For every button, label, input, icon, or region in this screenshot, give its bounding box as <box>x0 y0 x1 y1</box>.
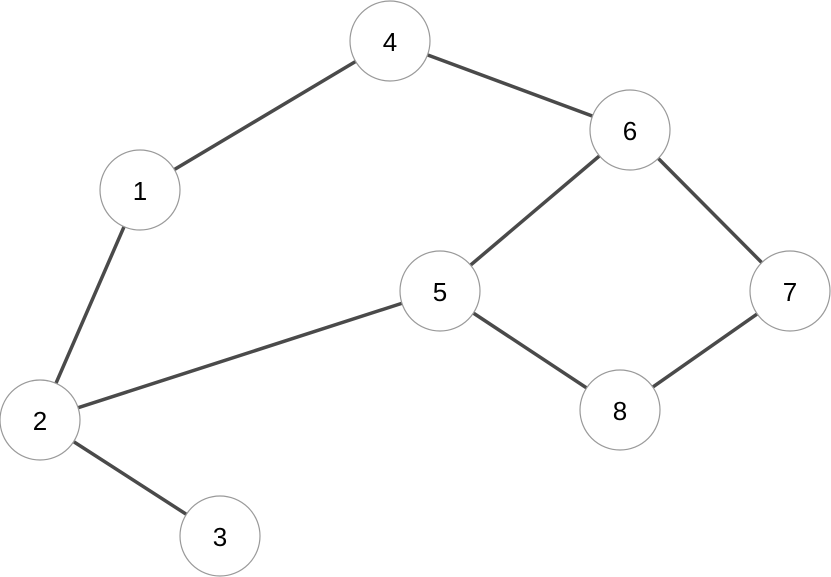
edge-1-4 <box>138 39 392 192</box>
node-4: 4 <box>349 0 431 82</box>
node-label: 3 <box>213 522 227 552</box>
edge-1-2 <box>38 188 142 422</box>
node-8: 8 <box>579 369 661 451</box>
node-circle <box>579 369 661 451</box>
node-label: 7 <box>783 277 797 307</box>
node-circle <box>399 250 481 332</box>
node-1: 1 <box>99 149 181 231</box>
node-6: 6 <box>589 89 671 171</box>
node-3: 3 <box>179 495 261 577</box>
node-label: 5 <box>433 277 447 307</box>
edge-2-5 <box>38 289 442 422</box>
edge-5-6 <box>438 128 632 293</box>
node-label: 6 <box>623 116 637 146</box>
edge-4-6 <box>388 39 632 132</box>
node-5: 5 <box>399 250 481 332</box>
node-2: 2 <box>0 379 81 461</box>
node-label: 4 <box>383 27 397 57</box>
node-label: 8 <box>613 396 627 426</box>
node-circle <box>99 149 181 231</box>
node-circle <box>749 250 831 332</box>
node-circle <box>589 89 671 171</box>
node-label: 2 <box>33 406 47 436</box>
node-7: 7 <box>749 250 831 332</box>
node-circle <box>349 0 431 82</box>
node-circle <box>179 495 261 577</box>
node-circle <box>0 379 81 461</box>
node-label: 1 <box>133 176 147 206</box>
